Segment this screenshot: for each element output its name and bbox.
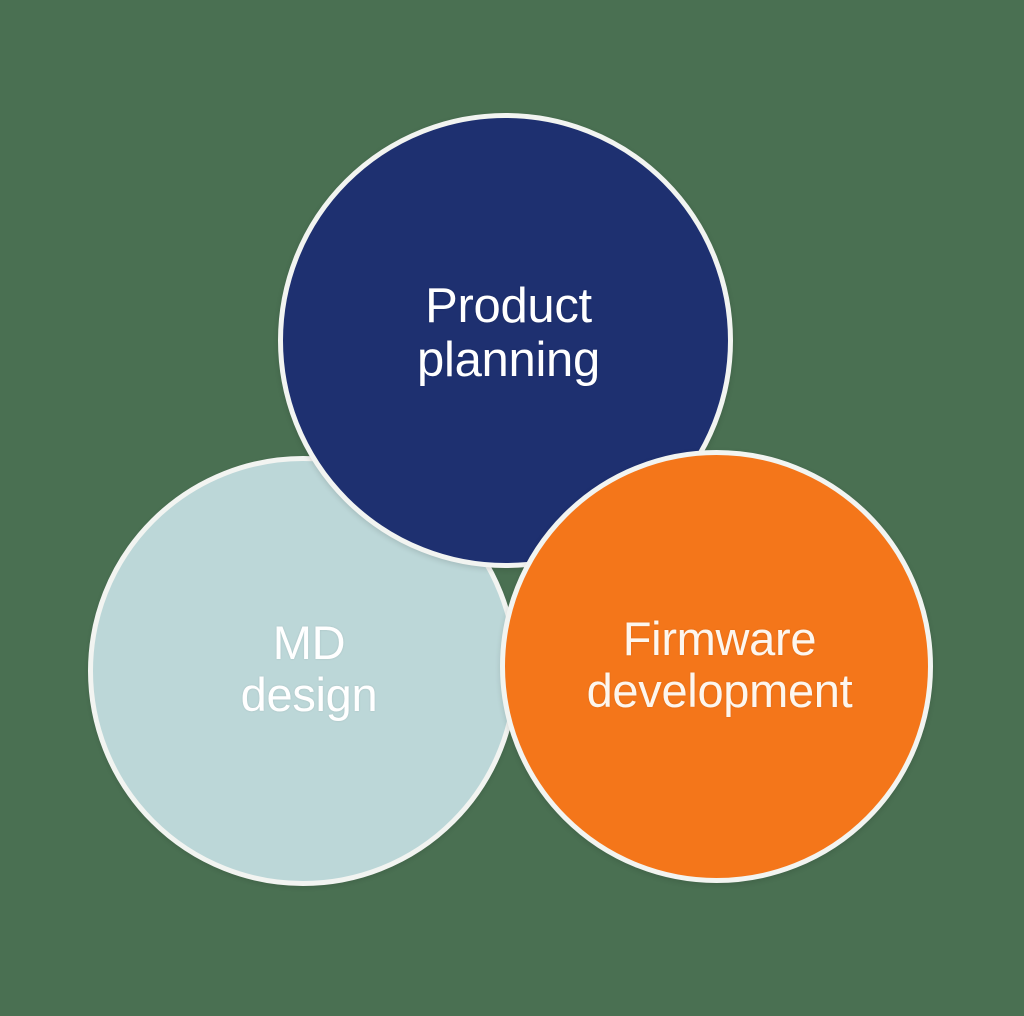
circle-firmware-development-label: Firmware development [586,611,853,717]
circle-md-design-label: MD design [240,616,378,721]
circle-product-planning-label: Product planning [417,278,600,387]
circle-firmware-development[interactable]: Firmware development [500,450,933,883]
